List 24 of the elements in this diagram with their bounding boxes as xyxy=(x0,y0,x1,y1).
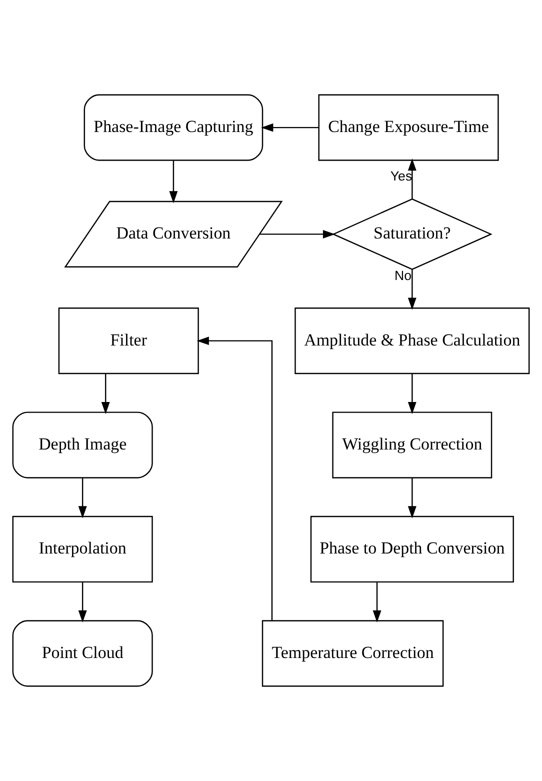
node-diamond: Saturation? xyxy=(332,198,492,270)
arrow xyxy=(408,478,416,518)
node-box: Filter xyxy=(58,308,199,374)
node-box: Point Cloud xyxy=(12,620,153,687)
node-box: Change Exposure-Time xyxy=(318,94,499,161)
arrow xyxy=(408,158,416,199)
arrow xyxy=(196,336,273,621)
arrow xyxy=(261,123,319,132)
node-box: Depth Image xyxy=(12,412,153,478)
edge-label: No xyxy=(394,268,412,284)
node-box: Interpolation xyxy=(12,516,153,583)
arrow xyxy=(408,374,416,414)
arrow xyxy=(372,582,382,623)
arrow xyxy=(408,270,416,310)
node-box: Phase to Depth Conversion xyxy=(310,516,514,583)
arrow xyxy=(101,374,110,414)
node-box: Amplitude & Phase Calculation xyxy=(294,308,530,374)
arrow xyxy=(260,230,336,238)
node-box: Phase-Image Capturing xyxy=(84,94,264,161)
arrow xyxy=(169,160,178,204)
node-box: Temperature Correction xyxy=(262,620,444,687)
arrow xyxy=(78,478,87,518)
node-box: Wiggling Correction xyxy=(332,412,492,478)
arrow xyxy=(78,582,87,623)
